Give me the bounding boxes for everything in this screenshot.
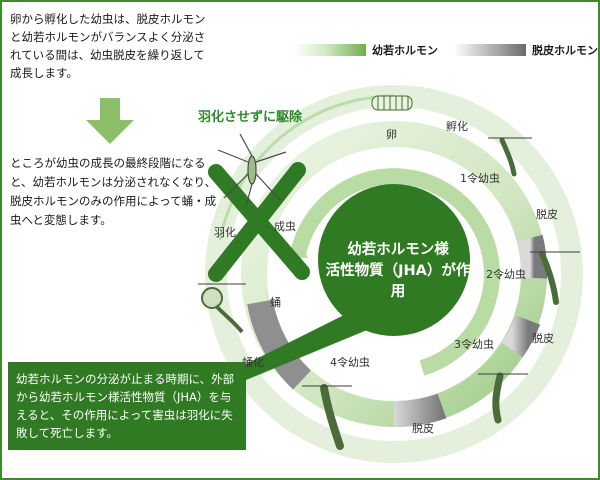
egg-raft-icon <box>371 95 413 111</box>
legend-molting-swatch <box>454 44 526 56</box>
stage-instar3: 3令幼虫 <box>454 338 494 351</box>
stage-hatch: 孵化 <box>446 120 468 133</box>
stage-instar4: 4令幼虫 <box>330 356 370 369</box>
cross-mark-icon <box>208 162 310 282</box>
molting-segment-2 <box>501 314 541 358</box>
water-lines <box>198 137 580 387</box>
legend-juvenile-label: 幼若ホルモン <box>372 44 438 57</box>
down-arrow-icon <box>86 98 134 144</box>
stage-instar1: 1令幼虫 <box>460 172 500 185</box>
stage-egg: 卵 <box>386 128 397 141</box>
stage-adult: 成虫 <box>274 220 296 233</box>
molting-segment-final <box>247 299 312 390</box>
intro-text: 卵から孵化した幼虫は、脱皮ホルモンと幼若ホルモンがバランスよく分泌されている間は… <box>10 12 206 80</box>
stage-pupa: 蛹 <box>270 296 281 309</box>
larva-instar1-icon <box>499 137 517 177</box>
molting-segment-1 <box>517 234 548 279</box>
inner-cycle-arrow <box>290 168 500 376</box>
escape-title: 羽化させずに駆除 <box>198 110 303 125</box>
stage-pupation: 蛹化 <box>242 356 264 369</box>
larva-instar3-icon <box>492 372 504 424</box>
legend-juvenile-swatch <box>294 44 366 56</box>
center-label-line2: 活性物質（JHA）が作用 <box>325 263 471 300</box>
stage-molt1: 脱皮 <box>536 208 558 221</box>
pupa-icon <box>201 287 244 334</box>
middle-text: ところが幼虫の成長の最終段階になると、幼若ホルモンは分泌されなくなり、脱皮ホルモ… <box>10 156 217 227</box>
center-label-line1: 幼若ホルモン様 <box>347 242 449 258</box>
center-disc <box>318 184 470 336</box>
stage-molt2: 脱皮 <box>532 332 554 345</box>
stage-emergence: 羽化 <box>214 226 236 239</box>
legend-molting-label: 脱皮ホルモン <box>532 44 598 57</box>
legend-molting-hormone: 脱皮ホルモン <box>454 42 598 58</box>
stage-molt3: 脱皮 <box>412 422 434 435</box>
molting-segment-3 <box>393 393 447 427</box>
larva-instar2-icon <box>539 251 559 305</box>
jha-explanation-box: 幼若ホルモンの分泌が止まる時期に、外部から幼若ホルモン様活性物質（JHA）を与え… <box>8 362 246 450</box>
larva-instar4-icon <box>320 384 344 450</box>
legend-juvenile-hormone: 幼若ホルモン <box>294 42 438 58</box>
stage-instar2: 2令幼虫 <box>486 268 526 281</box>
center-label: 幼若ホルモン様 活性物質（JHA）が作用 <box>320 240 476 303</box>
mosquito-icon <box>217 133 287 207</box>
outer-cycle-line <box>218 94 395 241</box>
center-pointer <box>246 314 372 380</box>
